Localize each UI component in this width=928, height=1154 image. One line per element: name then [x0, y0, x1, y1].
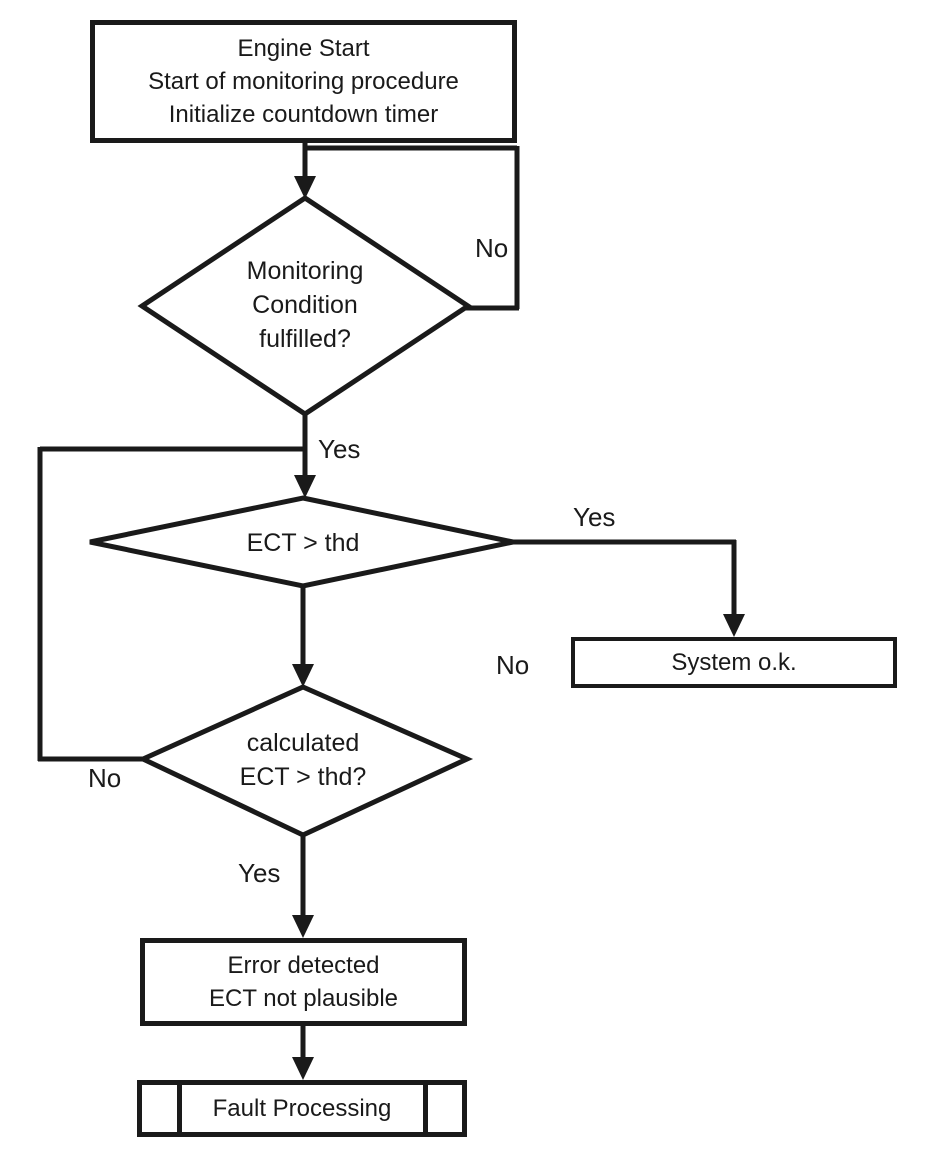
start-node-line1: Engine Start — [237, 35, 370, 62]
decision-calculated-ect-shape — [137, 684, 474, 838]
arrowhead-into-error — [292, 915, 314, 938]
arrowhead-into-monitoring — [294, 176, 316, 199]
fault-processing-label: Fault Processing — [212, 1095, 392, 1122]
decision-calculated-line2: ECT > thd? — [239, 763, 367, 791]
fault-right-bar — [423, 1085, 428, 1132]
process-system-ok: System o.k. — [571, 637, 897, 688]
decision-ect-gt-thd-text: ECT > thd — [246, 529, 360, 557]
edge-label-ect-yes: Yes — [573, 502, 616, 532]
arrowhead-into-ect — [294, 475, 316, 498]
decision-ect-gt-thd-shape — [89, 495, 514, 589]
start-node: Engine Start Start of monitoring procedu… — [90, 20, 517, 143]
decision-monitoring-condition-shape — [137, 195, 473, 417]
process-error-detected: Error detected ECT not plausible — [140, 938, 467, 1026]
start-node-line3: Initialize countdown timer — [168, 101, 439, 128]
edge-label-monitoring-yes: Yes — [318, 434, 361, 464]
arrowhead-into-system-ok — [723, 614, 745, 637]
predefined-process-fault: Fault Processing — [137, 1080, 467, 1137]
edge-label-ect-no: No — [496, 650, 530, 680]
decision-monitoring-line2: Condition — [252, 291, 358, 319]
edge-label-monitoring-no: No — [475, 233, 509, 263]
fault-left-bar — [177, 1085, 182, 1132]
decision-monitoring-line1: Monitoring — [246, 257, 364, 285]
edge-label-calculated-no: No — [88, 763, 122, 793]
start-node-line2: Start of monitoring procedure — [148, 68, 459, 95]
arrowhead-into-calculated — [292, 664, 314, 687]
system-ok-label: System o.k. — [671, 649, 797, 676]
error-line1: Error detected — [227, 952, 380, 979]
decision-calculated-ect-text: calculated ECT > thd? — [183, 726, 423, 794]
decision-monitoring-line3: fulfilled? — [259, 325, 351, 353]
decision-monitoring-condition-text: Monitoring Condition fulfilled? — [185, 254, 425, 356]
decision-calculated-line1: calculated — [246, 729, 360, 757]
edge-label-calculated-yes: Yes — [238, 858, 281, 888]
arrowhead-into-fault — [292, 1057, 314, 1080]
error-line2: ECT not plausible — [209, 985, 398, 1012]
